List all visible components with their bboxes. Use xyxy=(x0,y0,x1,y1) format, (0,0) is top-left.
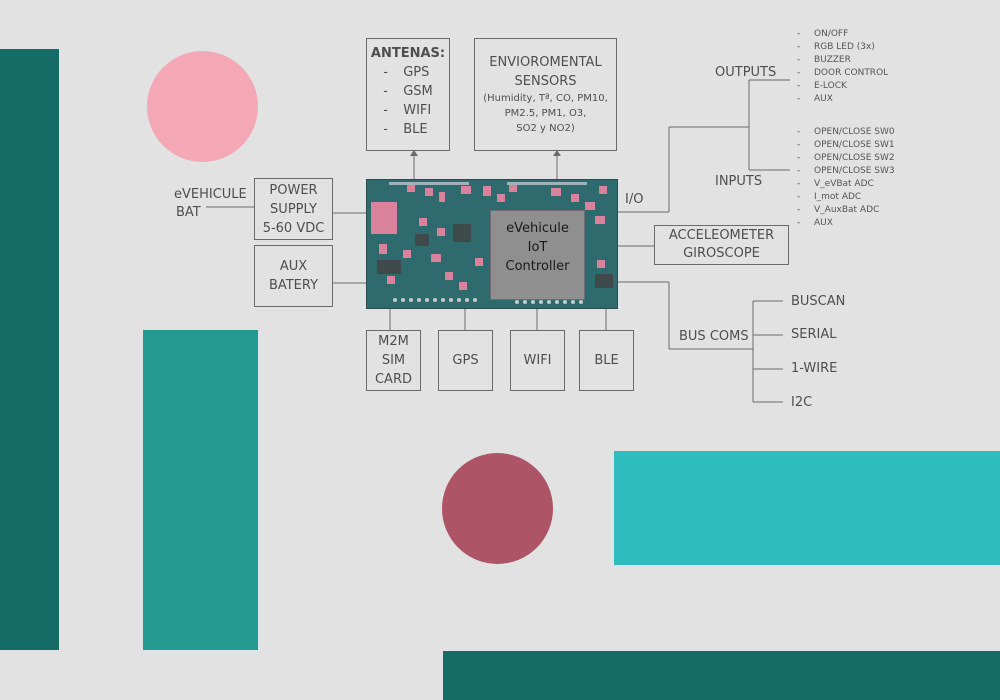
pcb-components xyxy=(371,182,613,304)
wifi-module-box: WIFI xyxy=(510,330,565,391)
bus-item: 1-WIRE xyxy=(791,361,838,376)
sensors-title: SENSORS xyxy=(514,74,577,89)
ble-module-box: BLE xyxy=(579,330,634,391)
input-item: -AUX xyxy=(797,218,833,228)
antena-item: GPS xyxy=(383,63,433,82)
output-item: -DOOR CONTROL xyxy=(797,68,889,78)
bus-item: SERIAL xyxy=(791,327,837,342)
aux-battery-box: AUX BATERY xyxy=(254,245,333,307)
sim-card-box: M2M SIM CARD xyxy=(366,330,421,391)
input-item: -OPEN/CLOSE SW3 xyxy=(797,166,895,176)
teal-bar xyxy=(143,330,258,650)
input-item: -V_eVBat ADC xyxy=(797,179,874,189)
output-item: -RGB LED (3x) xyxy=(797,42,875,52)
input-item: -OPEN/CLOSE SW1 xyxy=(797,140,895,150)
output-item: -E-LOCK xyxy=(797,81,847,91)
accelerometer-box: ACCELEOMETER GIROSCOPE xyxy=(654,225,789,265)
input-item: -OPEN/CLOSE SW2 xyxy=(797,153,895,163)
antena-item: WIFI xyxy=(383,101,433,120)
pink-circle xyxy=(147,51,258,162)
dark-teal-bar-left xyxy=(0,49,59,650)
io-label: I/O xyxy=(625,192,644,207)
input-item: -I_mot ADC xyxy=(797,192,862,202)
gps-module-box: GPS xyxy=(438,330,493,391)
cyan-bar xyxy=(614,451,1000,565)
outputs-title: OUTPUTS xyxy=(715,65,777,80)
sensors-box: ENVIOROMENTAL SENSORS (Humidity, Tª, CO,… xyxy=(474,38,617,151)
maroon-circle xyxy=(442,453,553,564)
output-item: -BUZZER xyxy=(797,55,851,65)
vehicle-battery-label: eVEHICULE BAT xyxy=(174,187,247,220)
antena-item: GSM xyxy=(383,82,433,101)
bus-coms-title: BUS COMS xyxy=(679,329,749,344)
antenas-box: ANTENAS: GPS GSM WIFI BLE xyxy=(366,38,450,151)
power-supply-box: POWER SUPPLY 5-60 VDC xyxy=(254,178,333,240)
sensors-title: ENVIOROMENTAL xyxy=(489,55,602,70)
input-item: -V_AuxBat ADC xyxy=(797,205,880,215)
sensors-detail: (Humidity, Tª, CO, PM10, xyxy=(483,93,608,104)
antena-item: BLE xyxy=(383,120,433,139)
controller-chip: eVehicule IoT Controller xyxy=(490,210,585,300)
output-item: -ON/OFF xyxy=(797,29,849,39)
bus-item: I2C xyxy=(791,395,813,410)
sensors-detail: SO2 y NO2) xyxy=(516,123,575,134)
input-item: -OPEN/CLOSE SW0 xyxy=(797,127,895,137)
bus-item: BUSCAN xyxy=(791,294,846,309)
antenas-list: GPS GSM WIFI BLE xyxy=(383,63,433,139)
inputs-list: -OPEN/CLOSE SW0 -OPEN/CLOSE SW1 -OPEN/CL… xyxy=(797,126,895,230)
output-item: -AUX xyxy=(797,94,833,104)
outputs-list: -ON/OFF -RGB LED (3x) -BUZZER -DOOR CONT… xyxy=(797,28,888,106)
inputs-title: INPUTS xyxy=(715,174,763,189)
dark-teal-bar-bottom xyxy=(443,651,1000,700)
sensors-detail: PM2.5, PM1, O3, xyxy=(504,108,587,119)
antenas-title: ANTENAS: xyxy=(370,46,446,61)
